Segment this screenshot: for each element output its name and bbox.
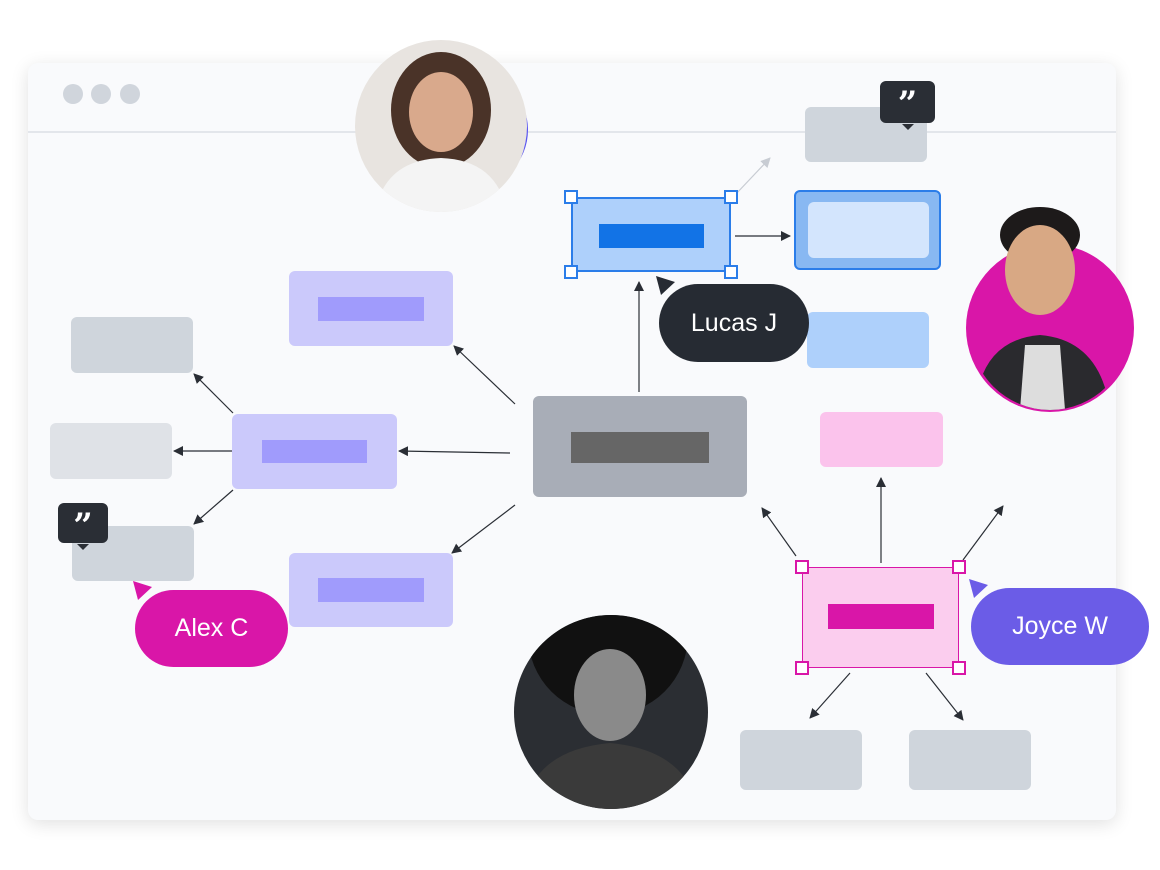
resize-handle[interactable] [724, 265, 738, 279]
resize-handle[interactable] [952, 661, 966, 675]
resize-handle[interactable] [724, 190, 738, 204]
node[interactable] [71, 317, 193, 373]
resize-handle[interactable] [795, 661, 809, 675]
node[interactable] [50, 423, 172, 479]
node[interactable] [909, 730, 1031, 790]
node-text-placeholder [318, 297, 424, 321]
comment-icon[interactable]: ” [880, 81, 935, 130]
node-text-placeholder [599, 224, 704, 248]
window-control-dot[interactable] [120, 84, 140, 104]
avatar [514, 615, 708, 809]
resize-handle[interactable] [952, 560, 966, 574]
node-text-placeholder [828, 604, 934, 629]
resize-handle[interactable] [795, 560, 809, 574]
window-control-dot[interactable] [63, 84, 83, 104]
resize-handle[interactable] [564, 190, 578, 204]
collaborator-label: Alex C [135, 590, 288, 667]
window-header-divider [28, 131, 1116, 133]
node-inner [808, 202, 929, 258]
quote-glyph: ” [897, 84, 918, 124]
quote-glyph: ” [73, 506, 93, 546]
collaborator-label: Joyce W [971, 588, 1149, 665]
node-pink[interactable] [820, 412, 943, 467]
avatar [355, 40, 527, 212]
cursor-icon [656, 276, 675, 295]
node-light-blue[interactable] [807, 312, 929, 368]
cursor-icon [133, 581, 152, 600]
node-text-placeholder [571, 432, 709, 463]
cursor-icon [969, 579, 988, 598]
collaborator-label: Lucas J [659, 284, 809, 362]
node-text-placeholder [318, 578, 424, 602]
resize-handle[interactable] [564, 265, 578, 279]
window-control-dot[interactable] [91, 84, 111, 104]
avatar [970, 200, 1130, 410]
node-text-placeholder [262, 440, 367, 463]
comment-icon[interactable]: ” [58, 503, 108, 550]
node[interactable] [740, 730, 862, 790]
